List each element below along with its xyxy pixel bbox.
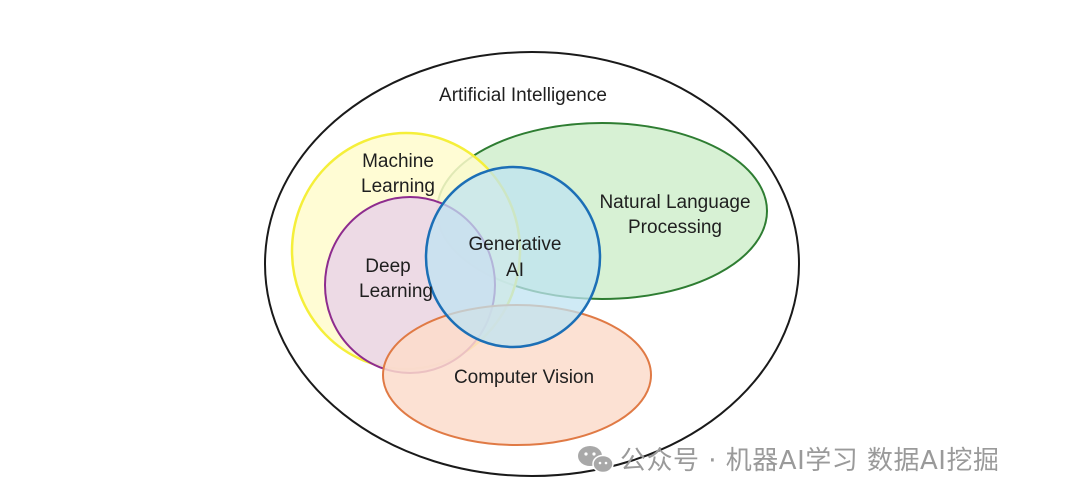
cv-label: Computer Vision [454,367,594,388]
watermark-text: 公众号 · 机器AI学习 数据AI挖掘 [620,446,999,476]
ml-label-line2: Learning [361,176,435,197]
dl-label-line2: Learning [359,281,433,302]
genai-label-line2: AI [506,260,524,281]
ml-label-line1: Machine [362,151,434,172]
wechat-icon [578,446,614,474]
dl-label-line1: Deep [365,256,410,277]
genai-circle [424,165,602,349]
nlp-label-line2: Processing [628,217,722,238]
nlp-label-line1: Natural Language [599,192,750,213]
genai-label-line1: Generative [469,234,562,255]
ai-label: Artificial Intelligence [439,85,607,106]
